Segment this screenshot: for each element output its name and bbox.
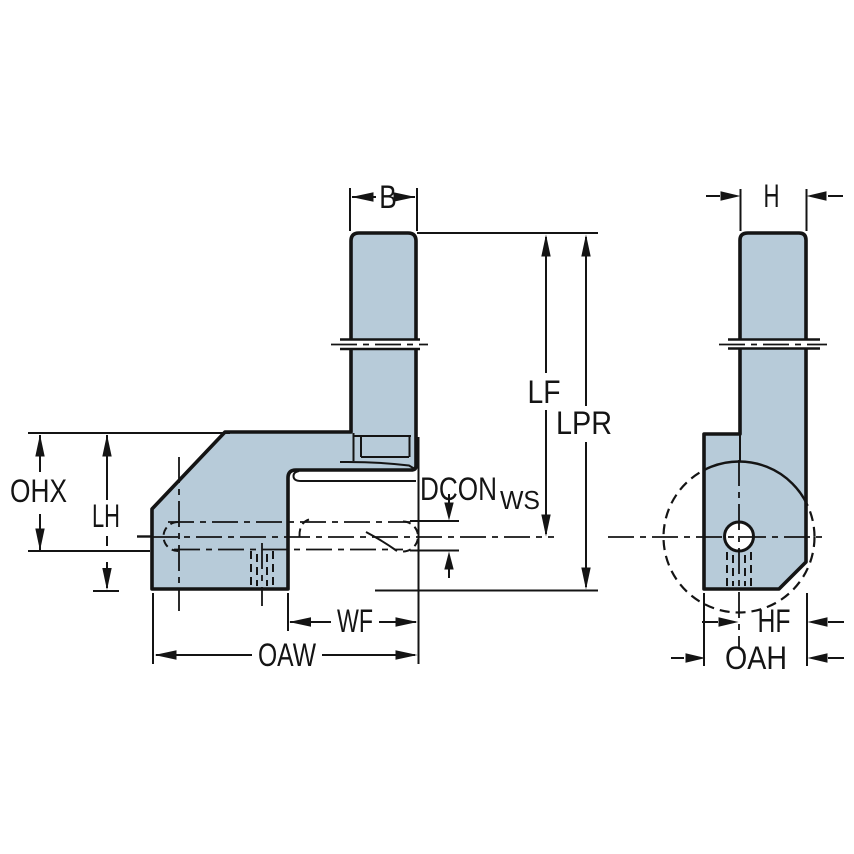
break-lines-left (340, 338, 420, 351)
dim-h-arrow-right (806, 191, 827, 201)
dim-lpr-arrow-bottom (581, 567, 591, 590)
dim-oah-arrow-left (685, 653, 706, 663)
dim-lh-label: LH (92, 498, 120, 534)
dim-lf: LF (528, 234, 561, 537)
break-lines-right (728, 338, 820, 350)
extension-lines (152, 188, 808, 666)
dim-oah-arrow-right (807, 653, 828, 663)
dim-lh-arrow-top (102, 434, 112, 457)
left-view (137, 231, 554, 611)
dim-dcon-label: DCON (420, 471, 497, 507)
dim-oaw: OAW (154, 637, 418, 673)
dim-wf-arrow-right (395, 617, 418, 627)
dim-lpr: LPR (556, 234, 612, 590)
dim-h-label: H (764, 178, 780, 214)
screw-hole-right (726, 552, 752, 588)
left-view-body (150, 231, 418, 591)
blade-seat-slit (292, 470, 416, 482)
dim-lh-arrow-bottom (102, 568, 112, 590)
dim-ohx: OHX (10, 434, 67, 551)
dim-oaw-arrow-right (395, 650, 418, 660)
dim-lh: LH (92, 434, 120, 590)
dim-oah: OAH (671, 640, 844, 676)
right-view (608, 231, 827, 648)
dim-h: H (706, 178, 843, 214)
dim-ohx-arrow-top (35, 434, 45, 457)
blade-front-curve (365, 531, 398, 552)
reference-lines (28, 232, 598, 592)
dim-lf-label: LF (528, 374, 561, 410)
dim-dcon-arrow-bottom (444, 551, 454, 570)
dim-oah-label: OAH (725, 640, 787, 676)
dim-dcon: DCON WS (420, 471, 540, 578)
dim-b: B (351, 179, 416, 215)
dim-lf-arrow-bottom (541, 514, 551, 537)
dim-lpr-arrow-top (581, 234, 591, 257)
right-view-body (702, 231, 808, 591)
dim-lpr-label: LPR (556, 405, 612, 441)
dim-h-arrow-left (720, 191, 741, 201)
screw-hole-left (250, 551, 274, 588)
dim-oaw-arrow-left (154, 650, 177, 660)
dim-hf: HF (702, 603, 844, 639)
dim-oaw-label: OAW (258, 637, 317, 673)
dim-wf-label: WF (337, 603, 373, 639)
dim-hf-arrow-right (807, 617, 828, 627)
slot-left-end-arc (162, 521, 179, 552)
dim-b-arrow-right (393, 192, 416, 202)
dim-wf: WF (289, 603, 418, 639)
dim-lf-arrow-top (541, 234, 551, 257)
insert-pocket-detail (339, 433, 415, 470)
dim-dcon-sub-label: WS (500, 485, 540, 515)
dim-b-arrow-left (351, 192, 374, 202)
dim-wf-arrow-left (289, 617, 311, 627)
blade-hook (298, 518, 310, 537)
dim-b-label: B (379, 179, 397, 215)
dim-hf-arrow-left (718, 617, 739, 627)
dim-dcon-arrow-top (444, 502, 454, 521)
dim-ohx-arrow-bottom (35, 528, 45, 551)
dim-hf-label: HF (758, 603, 791, 639)
dim-ohx-label: OHX (10, 473, 67, 509)
